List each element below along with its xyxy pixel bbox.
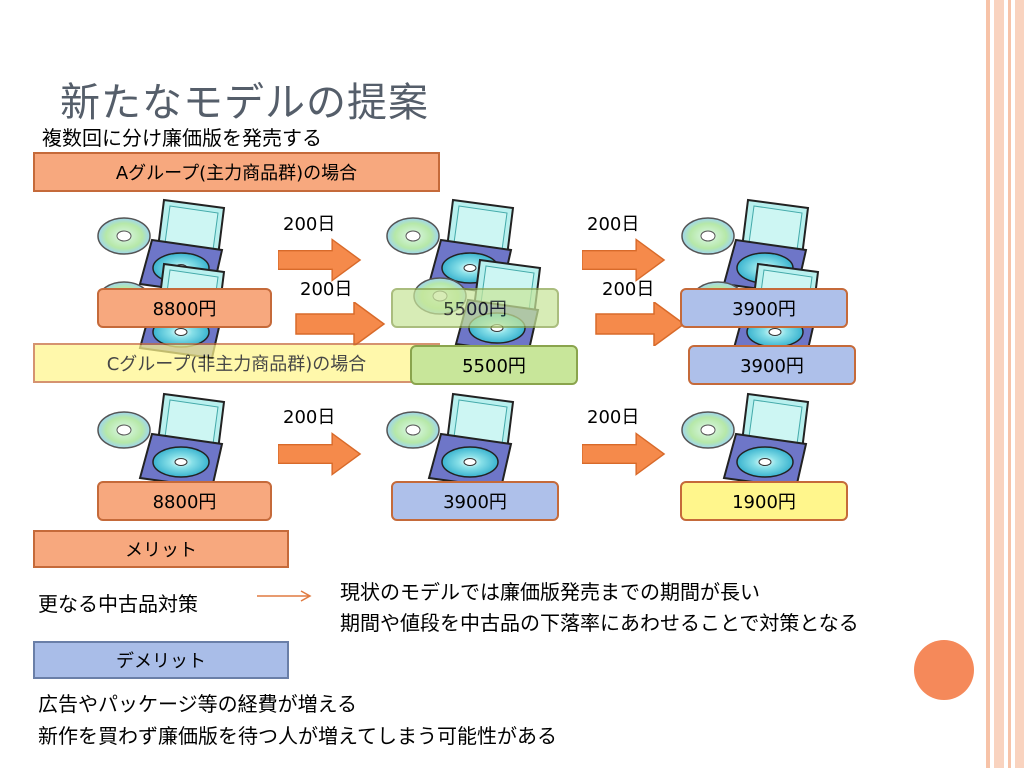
merit-description: 期間や値段を中古品の下落率にあわせることで対策となる [340,611,859,635]
price-tag: 3900円 [391,481,559,521]
group-c-header: Cグループ(非主力商品群)の場合 [33,343,440,383]
merit-point: 更なる中古品対策 [38,592,198,616]
arrow-right-icon [582,432,666,476]
accent-circle [914,640,974,700]
interval-label: 200日 [587,407,640,428]
demerit-header: デメリット [33,641,289,679]
price-tag: 1900円 [680,481,848,521]
interval-label: 200日 [602,279,655,300]
interval-label: 200日 [587,214,640,235]
arrow-right-icon [295,302,387,346]
interval-label: 200日 [283,407,336,428]
price-tag: 3900円 [680,288,848,328]
price-tag: 3900円 [688,345,856,385]
demerit-line: 新作を買わず廉価版を待つ人が増えてしまう可能性がある [38,724,557,748]
group-c-header-text: Cグループ(非主力商品群)の場合 [106,354,367,375]
group-a-header: Aグループ(主力商品群)の場合 [33,152,440,192]
demerit-line: 広告やパッケージ等の経費が増える [38,692,357,716]
decorative-stripe [994,0,1004,768]
game-package-icon [680,392,820,492]
decorative-stripe [1008,0,1011,768]
price-tag: 8800円 [97,288,272,328]
decorative-stripe [1015,0,1024,768]
interval-label: 200日 [283,214,336,235]
game-package-icon [385,392,525,492]
price-tag: 8800円 [97,481,272,521]
arrow-right-icon [278,432,362,476]
arrow-right-icon [595,302,687,346]
decorative-stripe [986,0,990,768]
price-tag: 5500円 [391,288,559,328]
subtitle: 複数回に分け廉価版を発売する [42,126,322,150]
game-package-icon [96,392,236,492]
price-tag: 5500円 [410,345,578,385]
page-title: 新たなモデルの提案 [60,80,429,126]
merit-header: メリット [33,530,289,568]
thin-arrow-icon [257,590,312,602]
merit-description: 現状のモデルでは廉価版発売までの期間が長い [340,580,760,604]
interval-label: 200日 [300,279,353,300]
